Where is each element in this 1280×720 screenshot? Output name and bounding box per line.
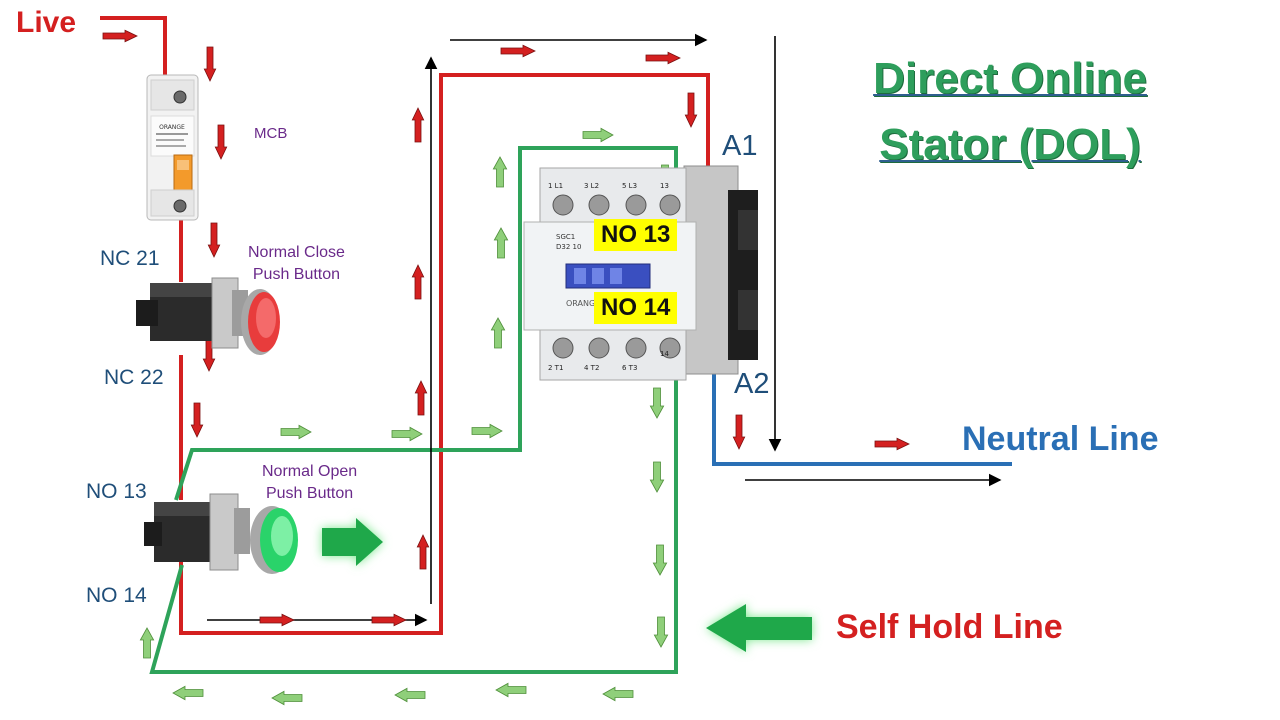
green-direction-arrow-icon: [280, 424, 312, 440]
red-direction-arrow-icon: [214, 124, 228, 160]
nc22-label: NC 22: [104, 366, 164, 389]
green-direction-arrow-icon: [582, 127, 614, 143]
green-push-button-icon: [144, 493, 298, 574]
green-direction-arrow-icon: [493, 227, 509, 259]
red-direction-arrow-icon: [371, 613, 407, 627]
nc-button-label-line-1: Normal Close: [248, 244, 345, 261]
red-direction-arrow-icon: [411, 264, 425, 300]
terminal-14: 14: [660, 350, 669, 358]
green-direction-arrow-icon: [602, 686, 634, 702]
green-direction-arrow-icon: [649, 387, 665, 419]
nc21-label: NC 21: [100, 247, 160, 270]
mcb-brand: ORANGE: [159, 124, 185, 131]
terminal-t1: 2 T1: [548, 364, 563, 372]
green-direction-arrow-icon: [271, 690, 303, 706]
self-hold-arrow-icon: [706, 604, 812, 652]
red-direction-arrow-icon: [684, 92, 698, 128]
no14-label: NO 14: [86, 584, 147, 607]
red-direction-arrow-icon: [645, 51, 681, 65]
red-direction-arrow-icon: [203, 46, 217, 82]
green-direction-arrow-icon: [391, 426, 423, 442]
no-button-label-line-2: Push Button: [265, 485, 354, 502]
mcb-label: MCB: [254, 125, 288, 142]
red-direction-arrow-icon: [259, 613, 295, 627]
nc-button-label-line-2: Push Button: [252, 266, 341, 283]
no13-label: NO 13: [86, 480, 147, 503]
green-direction-arrow-icon: [492, 156, 508, 188]
terminal-t3: 6 T3: [622, 364, 637, 372]
title-line-2: Stator (DOL): [879, 120, 1141, 169]
red-push-button-icon: [136, 277, 280, 355]
nc-button-label: Normal Close Push Button: [248, 242, 345, 286]
red-arrows: [102, 29, 910, 627]
neutral-line-label: Neutral Line: [962, 420, 1159, 458]
green-direction-arrow-icon: [394, 687, 426, 703]
red-direction-arrow-icon: [414, 380, 428, 416]
red-direction-arrow-icon: [416, 534, 430, 570]
terminal-l2: 3 L2: [584, 182, 599, 190]
contactor-no14-badge: NO 14: [594, 292, 678, 324]
green-direction-arrow-icon: [649, 461, 665, 493]
title-line-1: Direct Online: [873, 54, 1147, 103]
coil-a1-label: A1: [722, 130, 758, 162]
terminal-l3: 5 L3: [622, 182, 637, 190]
contactor-model-1: SGC1: [556, 233, 575, 241]
red-direction-arrow-icon: [207, 222, 221, 258]
red-direction-arrow-icon: [190, 402, 204, 438]
neutral-wire: [712, 368, 1012, 466]
green-direction-arrow-icon: [139, 627, 155, 659]
no-button-arrow-icon: [322, 518, 383, 566]
contactor-icon: SGC1 D32 10 ORANGE 1 L1 3 L2 5 L3 13 2 T…: [523, 165, 758, 381]
mcb-breaker-icon: ORANGE: [146, 74, 199, 221]
terminal-t2: 4 T2: [584, 364, 599, 372]
green-direction-arrow-icon: [471, 423, 503, 439]
live-wire: [100, 16, 710, 635]
contactor-no13-badge: NO 13: [594, 219, 678, 251]
self-hold-line-label: Self Hold Line: [836, 608, 1063, 646]
terminal-l1: 1 L1: [548, 182, 563, 190]
red-direction-arrow-icon: [874, 437, 910, 451]
red-direction-arrow-icon: [411, 107, 425, 143]
contactor-model-2: D32 10: [556, 243, 581, 251]
green-direction-arrow-icon: [490, 317, 506, 349]
self-hold-wire: [149, 146, 678, 674]
terminal-13: 13: [660, 182, 669, 190]
contactor-brand: ORANGE: [566, 299, 600, 308]
green-direction-arrow-icon: [172, 685, 204, 701]
coil-a2-label: A2: [734, 368, 770, 400]
green-direction-arrow-icon: [652, 544, 668, 576]
red-direction-arrow-icon: [732, 414, 746, 450]
green-direction-arrow-icon: [495, 682, 527, 698]
no-button-label: Normal Open Push Button: [262, 461, 357, 505]
red-direction-arrow-icon: [500, 44, 536, 58]
red-direction-arrow-icon: [102, 29, 138, 43]
live-label: Live: [16, 6, 77, 39]
no-button-label-line-1: Normal Open: [262, 463, 358, 480]
green-direction-arrow-icon: [653, 616, 669, 648]
